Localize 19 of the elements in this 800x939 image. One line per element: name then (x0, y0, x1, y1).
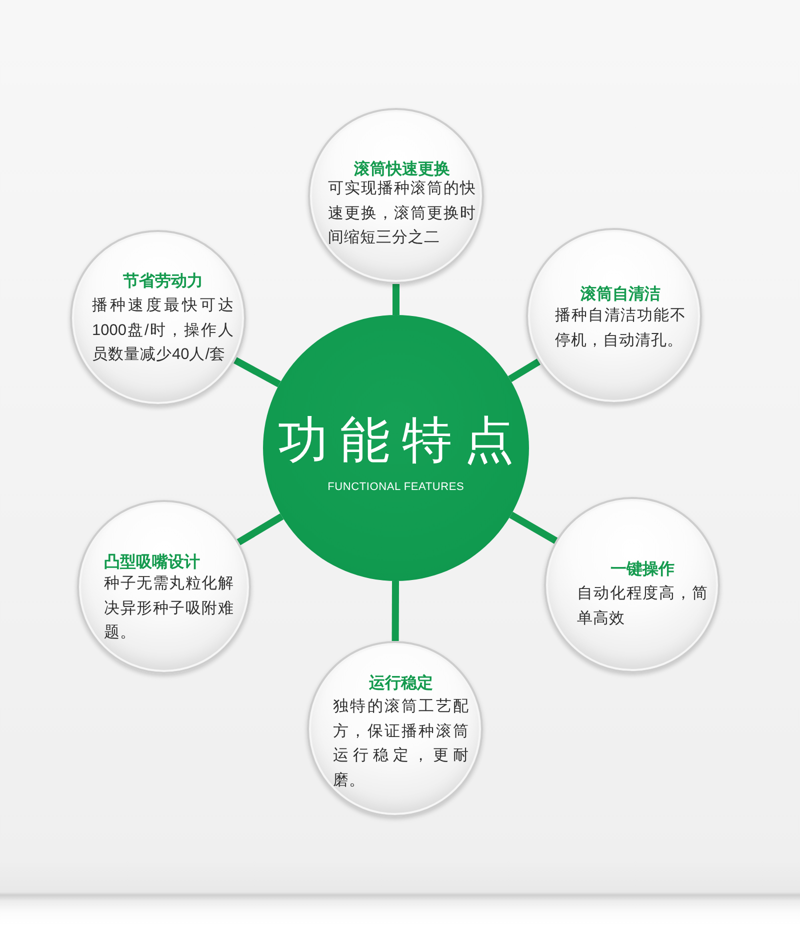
feature-heading: 凸型吸嘴设计 (104, 553, 200, 573)
feature-heading: 一键操作 (610, 560, 674, 580)
feature-text: 种子无需丸粒化解决异形种子吸附难题。 (104, 574, 234, 643)
connector-line (392, 284, 400, 315)
feature-heading: 滚筒自清洁 (580, 285, 660, 305)
feature-text: 播种速度最快可达1000盘/时，操作人员数量减少40人/套 (92, 296, 234, 365)
connector-line (392, 580, 399, 642)
feature-text: 播种自清洁功能不停机，自动清孔。 (555, 306, 686, 350)
hub-subtitle: FUNCTIONAL FEATURES (328, 480, 464, 494)
feature-text: 独特的滚筒工艺配方，保证播种滚筒运行稳定，更耐磨。 (333, 697, 469, 790)
connector-line (234, 357, 281, 388)
connector-line (508, 358, 541, 382)
feature-text: 自动化程度高，简单高效 (577, 584, 708, 628)
feature-text: 可实现播种滚筒的快速更换，滚筒更换时间缩短三分之二 (328, 179, 476, 248)
hub-title: 功能特点 (278, 412, 526, 468)
feature-heading: 滚筒快速更换 (354, 160, 450, 180)
feature-heading: 运行稳定 (369, 674, 433, 694)
connector-line (236, 513, 284, 546)
feature-heading: 节省劳动力 (123, 272, 203, 292)
